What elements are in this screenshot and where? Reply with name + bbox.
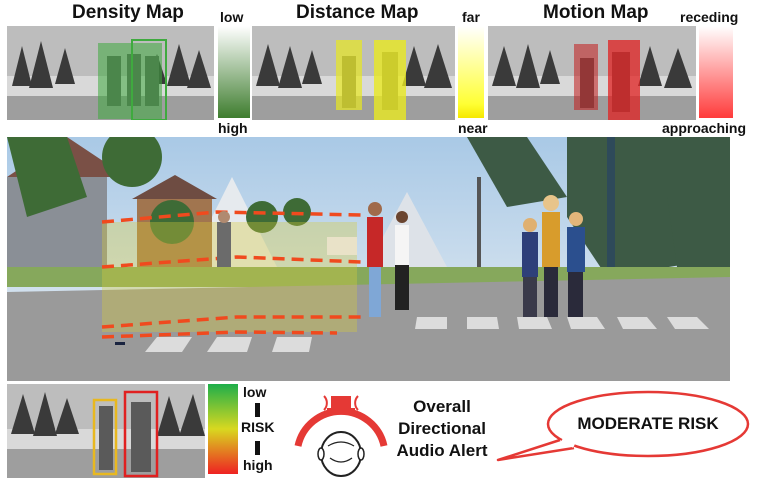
density-map-title: Density Map [72, 2, 184, 23]
density-map-thumbnail [7, 26, 214, 120]
street-scene-illustration [7, 137, 730, 381]
audio-alert-line1: Overall [413, 397, 471, 416]
risk-map-scene [7, 384, 205, 478]
density-high-label: high [218, 120, 248, 136]
density-low-label: low [220, 9, 244, 25]
density-scale-bar [218, 26, 250, 118]
audio-alert-line3: Audio Alert [396, 441, 488, 460]
motion-approaching-label: approaching [662, 120, 747, 136]
risk-scale-bar [208, 384, 238, 474]
motion-receding-label: receding [680, 9, 739, 25]
density-map-scene [7, 26, 214, 120]
risk-low-label: low [243, 384, 267, 400]
motion-scale-bar [699, 26, 733, 118]
motion-map-title: Motion Map [543, 2, 649, 23]
risk-label: RISK [241, 419, 275, 435]
audio-alert-caption: Overall Directional Audio Alert [382, 396, 502, 462]
distance-near-label: near [458, 120, 488, 136]
motion-map-thumbnail [488, 26, 696, 120]
risk-scale-tick [255, 403, 260, 417]
distance-map-title: Distance Map [296, 2, 419, 23]
street-scene [7, 137, 730, 381]
risk-map-thumbnail [7, 384, 205, 478]
audio-alert-line2: Directional [398, 419, 486, 438]
distance-map-thumbnail [252, 26, 455, 120]
distance-scale-bar [458, 26, 484, 118]
distance-far-label: far [462, 9, 480, 25]
motion-map-scene [488, 26, 696, 120]
distance-map-scene [252, 26, 455, 120]
risk-high-label: high [243, 457, 273, 473]
risk-level-label: MODERATE RISK [577, 414, 719, 433]
risk-scale-tick [255, 441, 260, 455]
directional-audio-alert-icon [294, 395, 388, 477]
risk-speech-bubble [496, 390, 750, 462]
